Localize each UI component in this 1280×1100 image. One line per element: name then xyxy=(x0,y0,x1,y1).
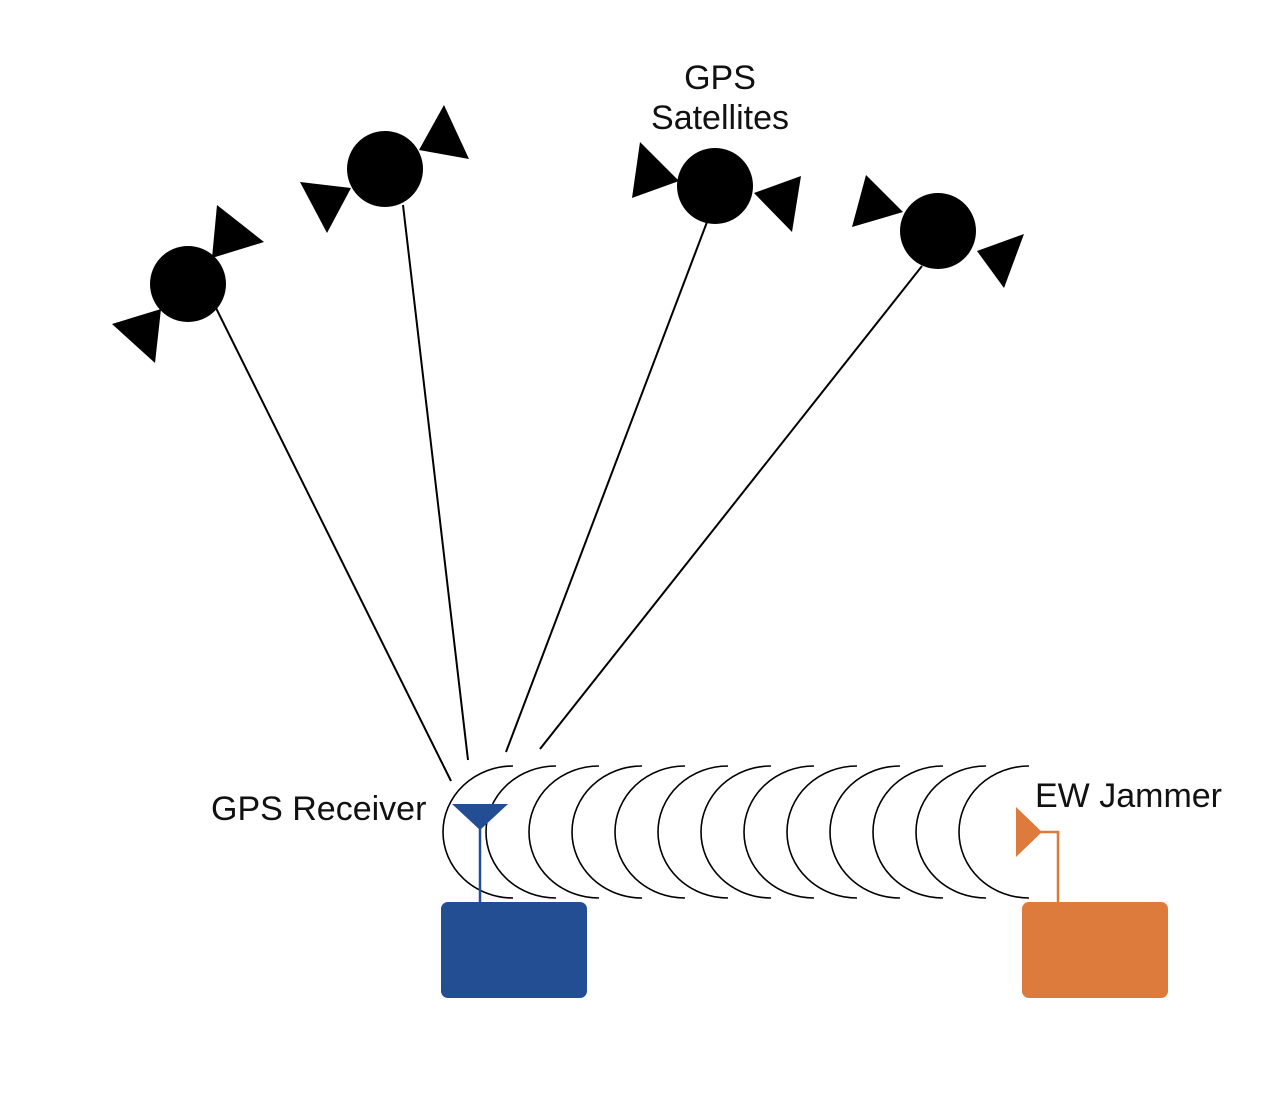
ew-jammer xyxy=(1016,807,1168,998)
satellite-panel-right xyxy=(977,234,1024,288)
jamming-wavefronts xyxy=(442,765,1030,899)
signal-line-3 xyxy=(505,221,708,753)
wavefront-arc xyxy=(485,765,557,899)
receiver-box xyxy=(441,902,587,998)
satellite-4 xyxy=(852,175,1024,288)
satellites-label-line-1: GPS xyxy=(684,59,756,97)
satellite-panel-upper xyxy=(212,205,264,258)
signal-lines xyxy=(213,204,923,782)
satellite-panel-left xyxy=(852,175,903,227)
wavefront-arc xyxy=(872,765,944,899)
satellites-label-line-2: Satellites xyxy=(651,99,789,137)
wavefront-arc xyxy=(786,765,858,899)
satellite-panel-right xyxy=(754,176,801,232)
satellite-1 xyxy=(112,205,264,363)
signal-line-4 xyxy=(539,265,923,750)
wavefront-arc xyxy=(915,765,987,899)
satellite-body xyxy=(150,246,226,322)
satellite-panel-lower xyxy=(300,182,351,233)
wavefront-arc xyxy=(442,765,514,899)
satellite-panel-lower xyxy=(112,309,161,363)
satellite-body xyxy=(347,131,423,207)
wavefront-arc xyxy=(657,765,729,899)
wavefront-arc xyxy=(614,765,686,899)
satellite-body xyxy=(677,148,753,224)
wavefront-arc xyxy=(528,765,600,899)
gps-receiver-label: GPS Receiver xyxy=(211,790,427,828)
jammer-antenna-icon xyxy=(1016,807,1042,857)
jammer-box xyxy=(1022,902,1168,998)
ew-jammer-label: EW Jammer xyxy=(1035,777,1222,815)
jammer-antenna-feed xyxy=(1036,830,1060,904)
wavefront-arc xyxy=(958,765,1030,899)
satellite-panel-left xyxy=(632,142,679,198)
wavefront-arc xyxy=(571,765,643,899)
satellite-3 xyxy=(632,142,801,232)
signal-line-1 xyxy=(213,303,452,782)
satellite-body xyxy=(900,193,976,269)
wavefront-arc xyxy=(743,765,815,899)
gps-receiver xyxy=(441,804,587,998)
signal-line-2 xyxy=(402,204,469,761)
wavefront-arc xyxy=(700,765,772,899)
wavefront-arc xyxy=(829,765,901,899)
satellite-2 xyxy=(300,105,469,233)
satellite-panel-upper xyxy=(419,105,469,159)
